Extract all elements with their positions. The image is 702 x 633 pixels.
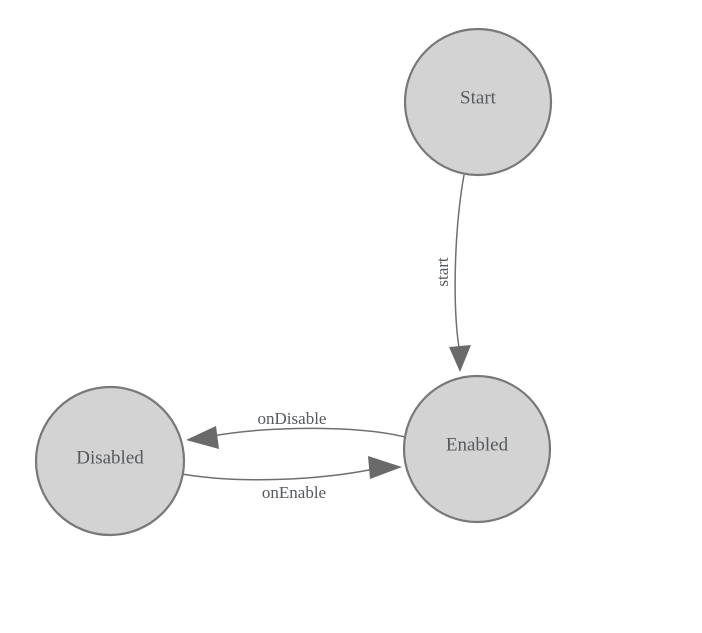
edge-start-to-enabled-arrowhead	[449, 345, 471, 372]
node-enabled[interactable]: Enabled	[402, 374, 552, 524]
node-enabled-circle	[402, 374, 552, 524]
node-start-circle	[403, 27, 553, 177]
edge-label-on-disable: onDisable	[258, 409, 327, 428]
edge-enabled-to-disabled[interactable]	[186, 426, 410, 449]
edge-label-start: start	[433, 257, 452, 287]
edge-disabled-to-enabled[interactable]	[181, 456, 402, 481]
node-start[interactable]: Start	[403, 27, 553, 177]
edge-disabled-to-enabled-path	[181, 468, 375, 481]
edge-enabled-to-disabled-arrowhead	[186, 426, 219, 449]
edge-disabled-to-enabled-arrowhead	[368, 456, 402, 479]
edge-start-to-enabled-path	[454, 174, 465, 349]
edge-enabled-to-disabled-path	[211, 427, 410, 439]
edge-start-to-enabled[interactable]	[449, 174, 471, 372]
node-disabled[interactable]: Disabled	[34, 385, 186, 537]
node-disabled-circle	[34, 385, 186, 537]
node-disabled-label: Disabled	[76, 447, 144, 468]
node-enabled-label: Enabled	[446, 434, 509, 455]
edge-label-on-enable: onEnable	[262, 483, 326, 502]
node-start-label: Start	[460, 87, 497, 108]
